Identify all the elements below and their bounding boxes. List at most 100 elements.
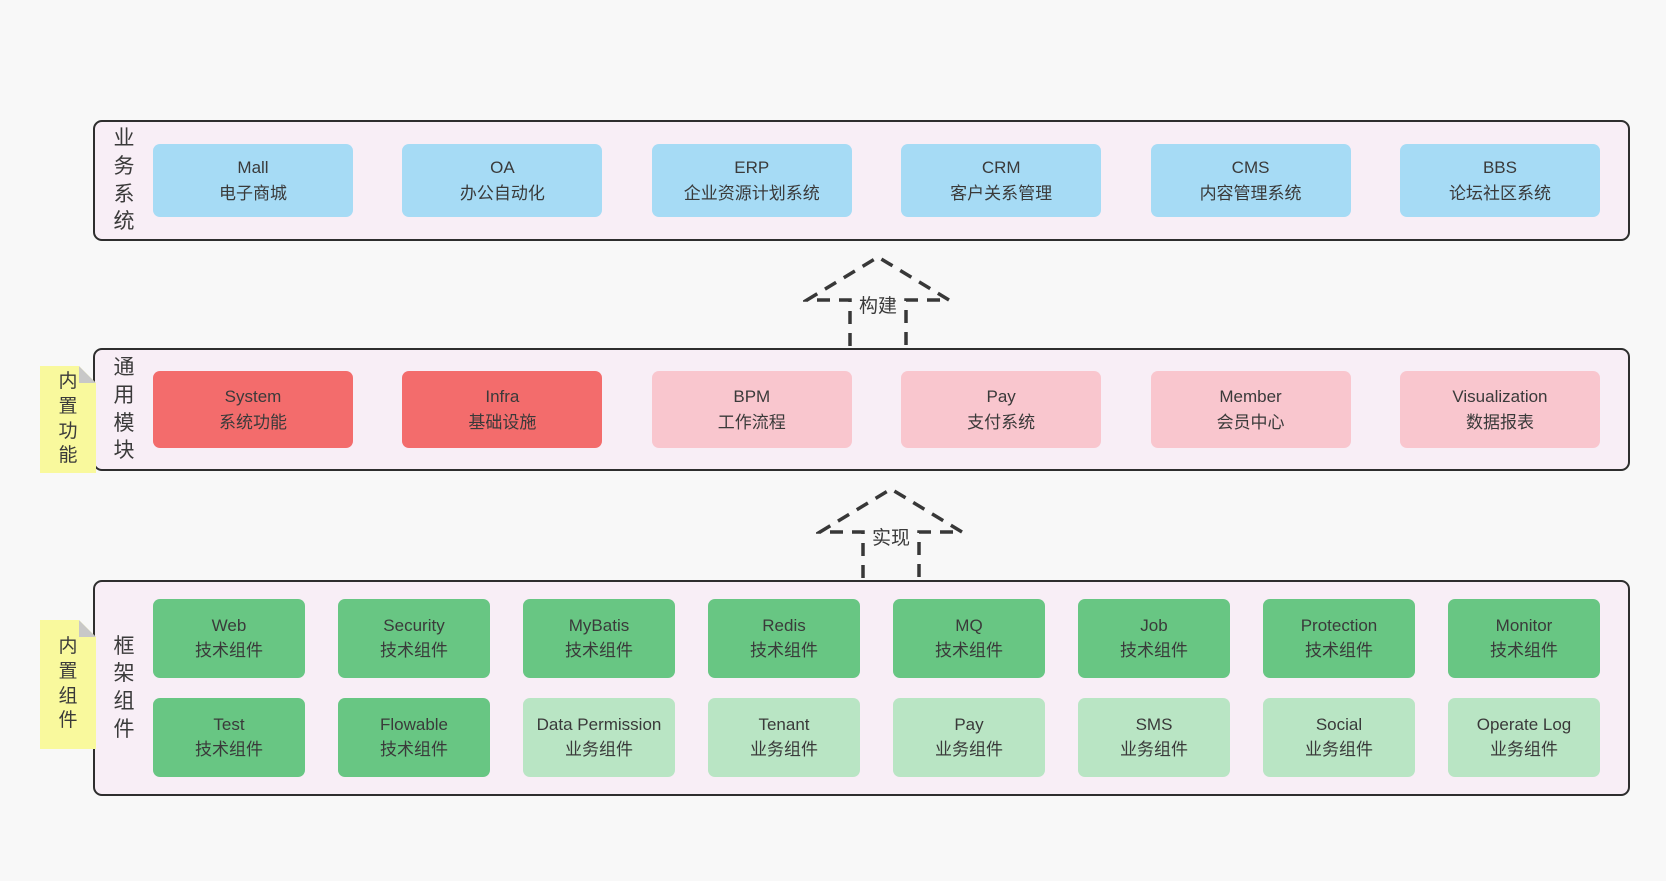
box-pay-component: Pay 业务组件	[893, 698, 1045, 777]
box-web: Web 技术组件	[153, 599, 305, 678]
box-subtitle: 技术组件	[750, 640, 818, 660]
box-infra: Infra 基础设施	[402, 371, 603, 448]
box-title: Member	[1219, 387, 1282, 406]
box-subtitle: 技术组件	[935, 640, 1003, 660]
box-system: System 系统功能	[153, 371, 353, 448]
box-subtitle: 技术组件	[195, 640, 263, 660]
box-title: Job	[1140, 616, 1168, 636]
box-subtitle: 技术组件	[1305, 640, 1373, 660]
box-redis: Redis 技术组件	[708, 599, 860, 678]
common-modules-panel: 通 用 模 块 System 系统功能 Infra 基础设施 BPM 工作流程 …	[93, 348, 1630, 471]
box-subtitle: 业务组件	[1305, 739, 1373, 759]
box-test: Test 技术组件	[153, 698, 305, 777]
box-security: Security 技术组件	[338, 599, 490, 678]
box-subtitle: 数据报表	[1465, 412, 1534, 432]
builtin-components-sticky-label: 内 置 组 件	[58, 636, 78, 732]
box-title: SMS	[1135, 715, 1173, 735]
box-title: Pay	[986, 387, 1016, 406]
box-bbs: BBS 论坛社区系统	[1399, 144, 1600, 217]
builtin-features-sticky: 内 置 功 能	[40, 366, 96, 473]
framework-components-panel: 框 架 组 件 Web 技术组件 Security 技术组件 MyBatis 技…	[93, 580, 1630, 796]
box-title: Web	[211, 616, 247, 636]
box-subtitle: 业务组件	[750, 739, 818, 759]
box-monitor: Monitor 技术组件	[1448, 599, 1600, 678]
box-subtitle: 基础设施	[468, 412, 537, 432]
box-title: CRM	[981, 158, 1021, 177]
framework-components-label: 框 架 组 件	[113, 634, 135, 741]
box-member: Member 会员中心	[1150, 371, 1351, 448]
business-systems-label: 业 务 系 统	[113, 127, 135, 234]
box-mall: Mall 电子商城	[153, 144, 353, 217]
box-oa: OA 办公自动化	[402, 144, 603, 217]
up-arrow-icon	[816, 486, 966, 578]
box-title: Tenant	[758, 715, 810, 735]
business-systems-boxes: Mall 电子商城 OA 办公自动化 ERP 企业资源计划系统 CRM 客户关系…	[153, 122, 1628, 239]
box-subtitle: 内容管理系统	[1199, 183, 1302, 203]
framework-components-rows: Web 技术组件 Security 技术组件 MyBatis 技术组件 Redi…	[153, 582, 1628, 794]
box-social: Social 业务组件	[1263, 698, 1415, 777]
box-tenant: Tenant 业务组件	[708, 698, 860, 777]
box-title: BBS	[1482, 158, 1517, 177]
box-subtitle: 论坛社区系统	[1448, 183, 1551, 203]
box-subtitle: 系统功能	[219, 412, 287, 432]
box-job: Job 技术组件	[1078, 599, 1230, 678]
box-subtitle: 业务组件	[1120, 739, 1188, 759]
box-data-permission: Data Permission 业务组件	[523, 698, 675, 777]
box-sms: SMS 业务组件	[1078, 698, 1230, 777]
components-row-1: Web 技术组件 Security 技术组件 MyBatis 技术组件 Redi…	[153, 599, 1600, 678]
box-title: ERP	[734, 158, 770, 177]
box-title: Data Permission	[536, 715, 662, 735]
box-bpm: BPM 工作流程	[651, 371, 852, 448]
box-title: Protection	[1300, 616, 1378, 636]
box-title: OA	[490, 158, 515, 177]
common-modules-boxes: System 系统功能 Infra 基础设施 BPM 工作流程 Pay 支付系统…	[153, 350, 1628, 469]
box-subtitle: 工作流程	[717, 412, 786, 432]
box-title: Visualization	[1452, 387, 1548, 406]
box-title: Infra	[485, 387, 520, 406]
box-operate-log: Operate Log 业务组件	[1448, 698, 1600, 777]
box-subtitle: 业务组件	[565, 739, 633, 759]
box-title: System	[224, 387, 282, 406]
box-title: Mall	[237, 158, 269, 177]
box-cms: CMS 内容管理系统	[1150, 144, 1351, 217]
box-crm: CRM 客户关系管理	[901, 144, 1102, 217]
builtin-features-sticky-label: 内 置 功 能	[58, 371, 78, 467]
box-title: MQ	[955, 616, 983, 636]
build-arrow: 构建	[803, 254, 953, 346]
box-title: Redis	[762, 616, 806, 636]
box-title: Social	[1315, 715, 1363, 735]
box-pay-module: Pay 支付系统	[901, 371, 1102, 448]
box-protection: Protection 技术组件	[1263, 599, 1415, 678]
box-visualization: Visualization 数据报表	[1399, 371, 1600, 448]
box-subtitle: 企业资源计划系统	[683, 183, 820, 203]
box-subtitle: 业务组件	[1490, 739, 1558, 759]
box-subtitle: 支付系统	[967, 412, 1036, 432]
common-modules-label: 通 用 模 块	[113, 356, 135, 463]
components-row-2: Test 技术组件 Flowable 技术组件 Data Permission …	[153, 698, 1600, 777]
box-title: BPM	[733, 387, 771, 406]
business-systems-panel: 业 务 系 统 Mall 电子商城 OA 办公自动化 ERP 企业资源计划系统 …	[93, 120, 1630, 241]
box-subtitle: 技术组件	[1490, 640, 1558, 660]
box-title: Pay	[954, 715, 984, 735]
implement-arrow-label: 实现	[867, 522, 915, 551]
box-subtitle: 技术组件	[565, 640, 633, 660]
box-subtitle: 会员中心	[1216, 412, 1285, 432]
box-subtitle: 办公自动化	[459, 183, 545, 203]
box-title: Test	[213, 715, 245, 735]
box-title: CMS	[1231, 158, 1270, 177]
up-arrow-icon	[803, 254, 953, 346]
box-subtitle: 技术组件	[380, 640, 448, 660]
build-arrow-label: 构建	[854, 290, 902, 319]
box-subtitle: 技术组件	[1120, 640, 1188, 660]
box-flowable: Flowable 技术组件	[338, 698, 490, 777]
box-title: MyBatis	[568, 616, 630, 636]
implement-arrow: 实现	[816, 486, 966, 578]
box-mybatis: MyBatis 技术组件	[523, 599, 675, 678]
box-title: Monitor	[1495, 616, 1553, 636]
box-subtitle: 业务组件	[935, 739, 1003, 759]
box-subtitle: 客户关系管理	[950, 183, 1053, 203]
box-subtitle: 技术组件	[195, 739, 263, 759]
box-subtitle: 技术组件	[380, 739, 448, 759]
box-erp: ERP 企业资源计划系统	[651, 144, 852, 217]
box-title: Flowable	[379, 715, 449, 735]
